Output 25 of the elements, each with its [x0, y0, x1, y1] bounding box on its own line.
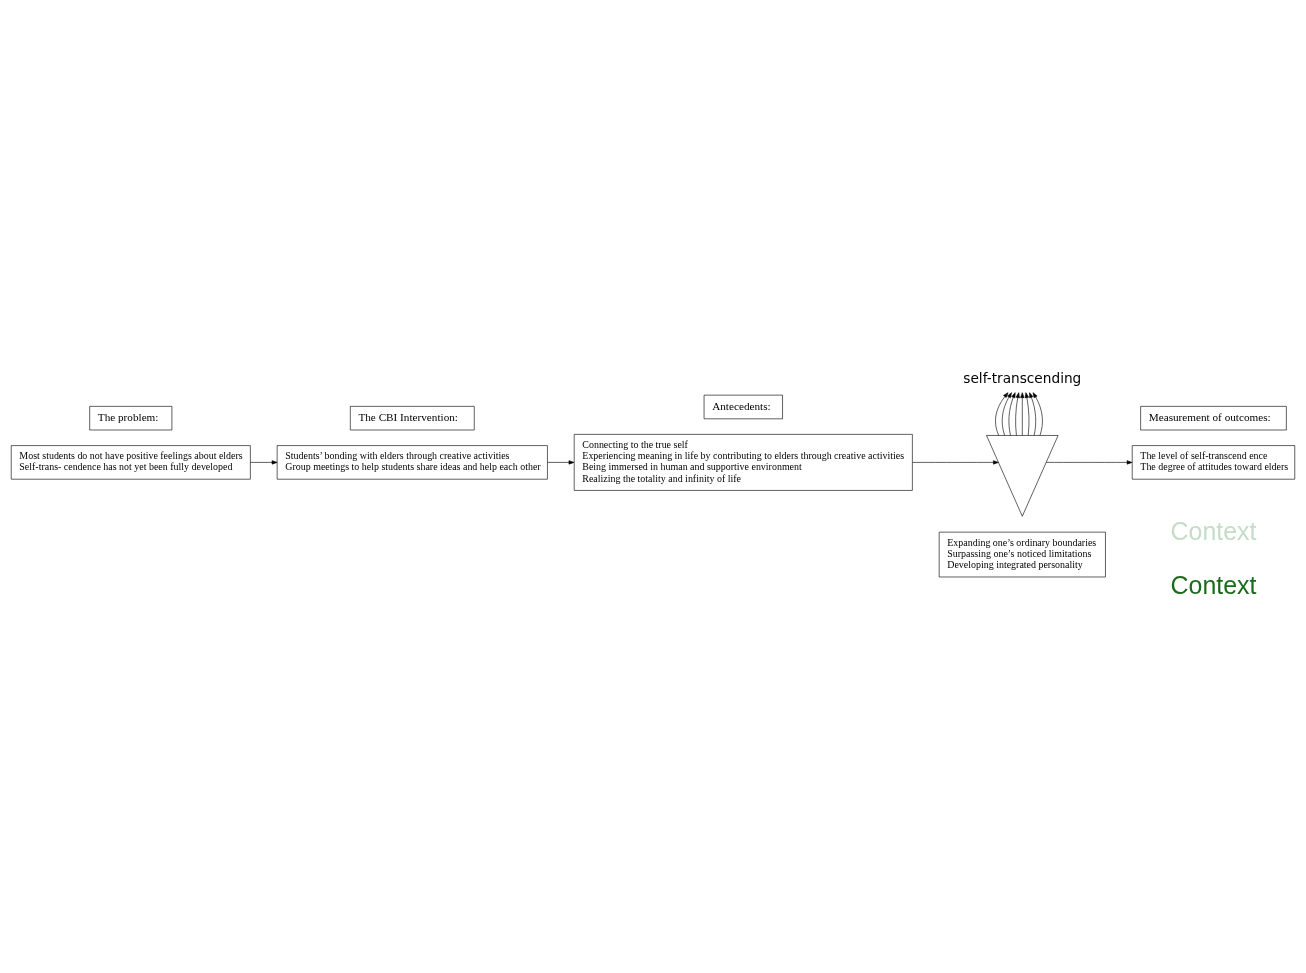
arrow	[1024, 391, 1030, 436]
node-box: The level of self-transcend ence The degree of attitudes toward elders	[1131, 444, 1296, 480]
arrow	[1001, 391, 1012, 436]
node-box: Measurement of outcomes:	[1140, 405, 1287, 430]
node-box: Expanding one’s ordinary boundaries Surpassing one’s noticed limitations Developing integrated personality	[938, 531, 1106, 577]
arrow	[250, 459, 278, 464]
node-box: The problem:	[89, 405, 173, 430]
node-box: Antecedents:	[703, 394, 783, 419]
node-triangle	[986, 434, 1059, 517]
arrow	[1015, 391, 1020, 436]
arrow	[1045, 459, 1133, 464]
node-text: self-transcending	[963, 369, 1082, 386]
node-box: Most students do not have positive feelings about elders Self-trans- cendence has not yet been fully developed	[10, 444, 251, 480]
node-box: The CBI Intervention:	[350, 405, 475, 430]
arrow	[1008, 391, 1016, 436]
arrow	[547, 459, 575, 464]
label: Context	[1170, 516, 1257, 545]
arrow	[1020, 391, 1025, 436]
label: Context	[1170, 570, 1257, 599]
node-box: Connecting to the true self Experiencing meaning in life by contributing to elders through creative activities Being immersed in human and supportive environment Realizing the totality and infinity of life	[573, 433, 913, 491]
node-box: Students’ bonding with elders through creative activities Group meetings to help students share ideas and help each other	[276, 444, 548, 480]
arrow	[1032, 391, 1043, 436]
arrow	[995, 391, 1009, 436]
arrow	[912, 459, 999, 464]
arrow	[1029, 391, 1037, 436]
